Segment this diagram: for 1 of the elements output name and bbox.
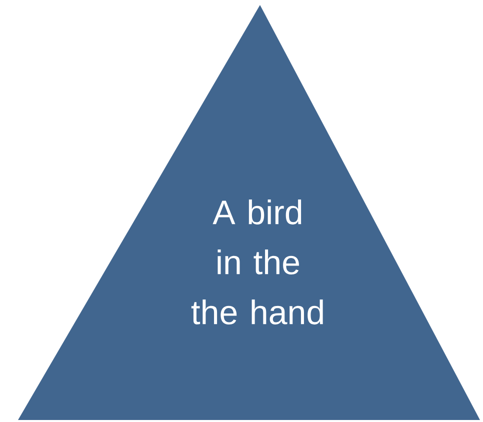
triangle: A bird in the the hand <box>18 5 480 420</box>
